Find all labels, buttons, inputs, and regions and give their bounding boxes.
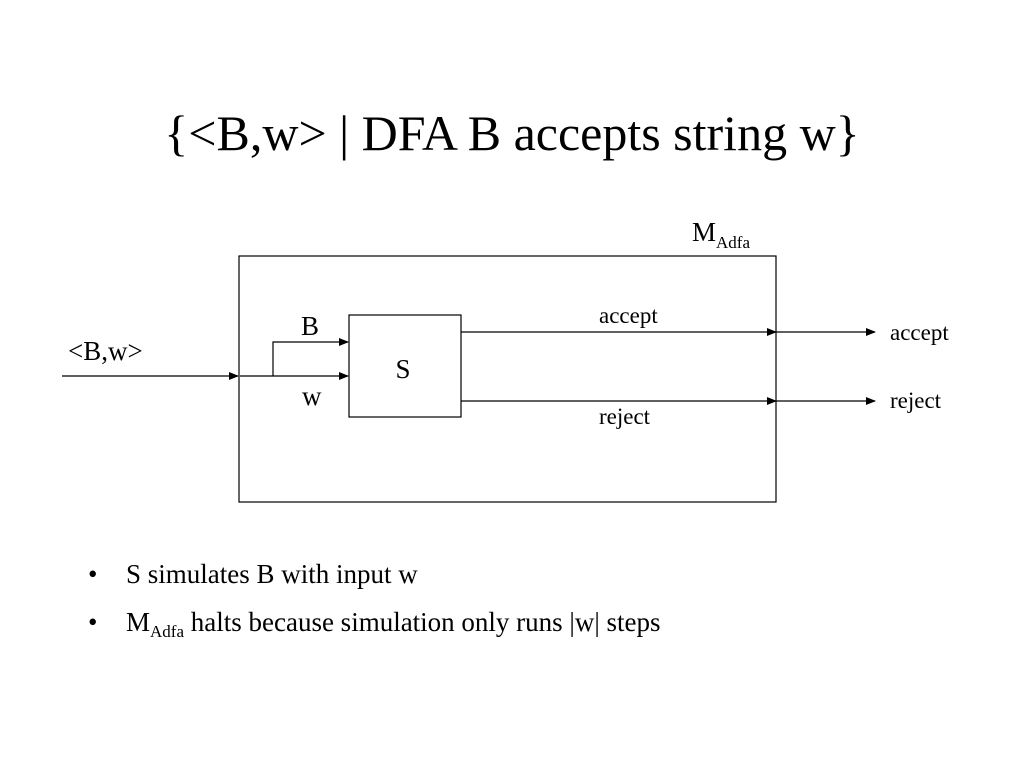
machine-label-subscript: Adfa <box>716 233 750 252</box>
bullet-text: halts because simulation only runs |w| s… <box>184 607 661 637</box>
inner-accept-label: accept <box>599 303 658 328</box>
bullet-list: • S simulates B with input w • MAdfa hal… <box>88 556 661 652</box>
inner-reject-label: reject <box>599 404 651 429</box>
bullet-glyph: • <box>88 607 98 637</box>
simulator-label: S <box>395 354 410 384</box>
slide-title: {<B,w> | DFA B accepts string w} <box>164 105 860 161</box>
input-label: <B,w> <box>68 336 143 366</box>
outer-accept-label: accept <box>890 320 949 345</box>
outer-reject-label: reject <box>890 388 942 413</box>
bullet-glyph: • <box>88 559 98 589</box>
input-w-label: w <box>302 381 322 411</box>
machine-label: MAdfa <box>692 217 750 252</box>
input-b-label: B <box>301 311 319 341</box>
machine-label-main: M <box>692 217 716 247</box>
bullet-prefix: M <box>126 607 151 637</box>
simulator-box <box>348 314 462 418</box>
bullet-text: S simulates B with input w <box>126 559 418 589</box>
machine-box <box>238 255 777 503</box>
bullet-item: • MAdfa halts because simulation only ru… <box>88 604 661 652</box>
input-b-arrow <box>272 338 349 376</box>
bullet-subscript: Adfa <box>150 622 184 641</box>
bullet-item: • S simulates B with input w <box>88 556 661 604</box>
